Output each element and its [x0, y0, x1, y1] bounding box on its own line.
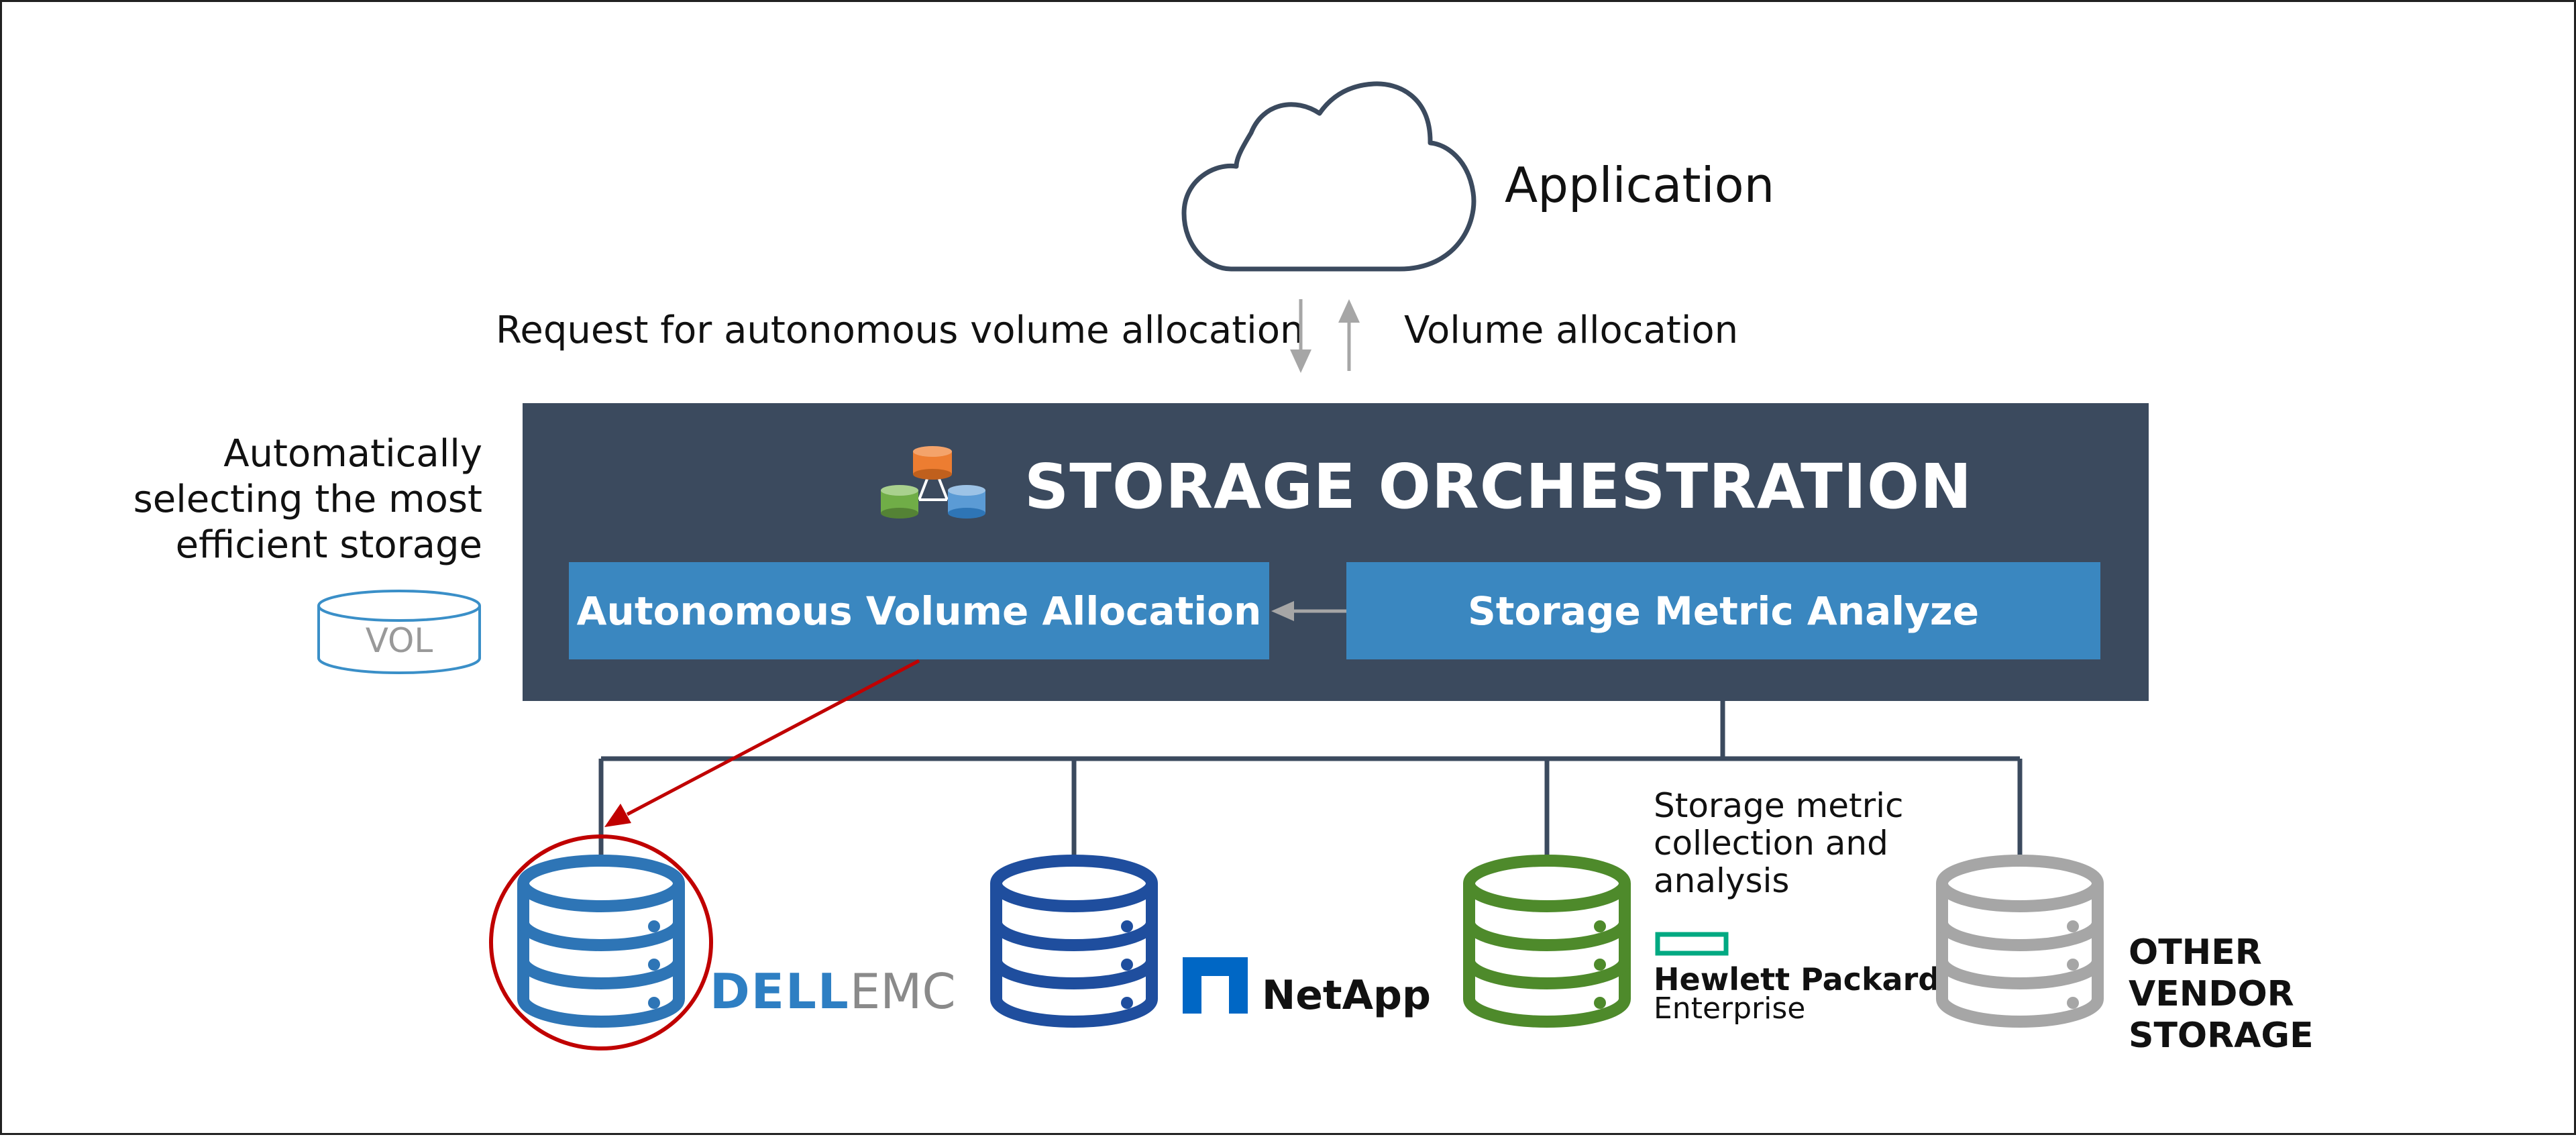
other-vendor-label: OTHER VENDOR STORAGE	[2129, 932, 2314, 1056]
orange-db-icon	[913, 446, 952, 480]
orchestration-title: STORAGE ORCHESTRATION	[1024, 451, 1973, 523]
autonomous-volume-allocation-module: Autonomous Volume Allocation	[569, 562, 1269, 659]
application-label: Application	[1505, 157, 1775, 213]
request-label: Request for autonomous volume allocation	[496, 309, 1304, 352]
hpe-logo-subtitle: Enterprise	[1654, 991, 1806, 1026]
netapp-logo-text: NetApp	[1262, 972, 1431, 1019]
metric-collection-note: Storage metric collection and analysis	[1654, 786, 1904, 900]
vol-label: VOL	[365, 621, 433, 660]
blue-db-icon	[948, 485, 985, 519]
storage-metric-analyze-module: Storage Metric Analyze	[1346, 562, 2100, 659]
volume-allocation-label: Volume allocation	[1404, 309, 1739, 352]
dell-emc-logo: DELLEMC	[710, 963, 956, 1020]
green-db-icon	[881, 485, 918, 519]
auto-select-note: Automatically selecting the most efficie…	[133, 432, 482, 567]
hpe-logo-name: Hewlett Packard	[1654, 961, 1941, 997]
